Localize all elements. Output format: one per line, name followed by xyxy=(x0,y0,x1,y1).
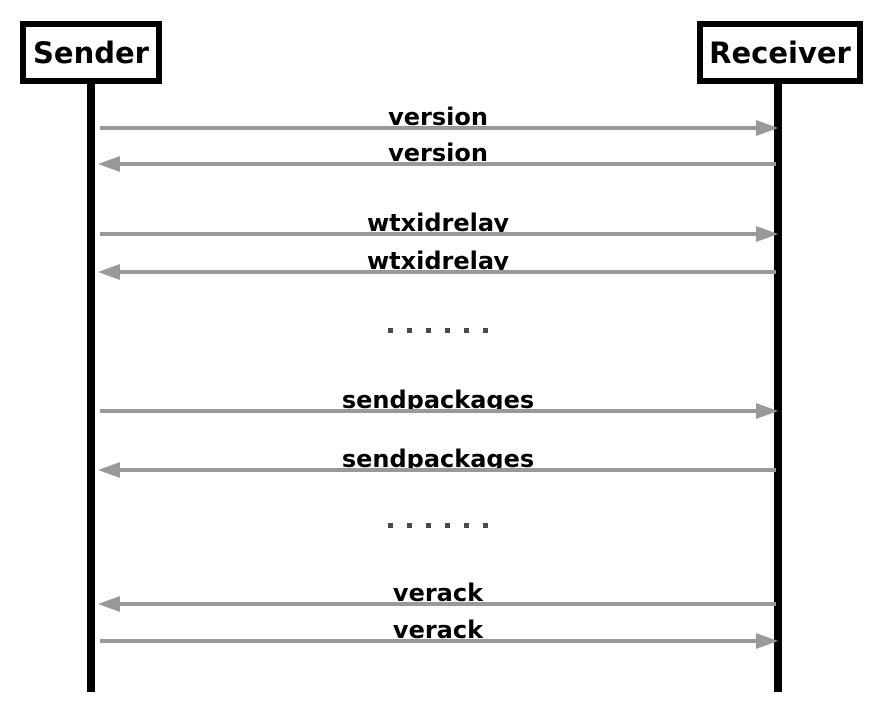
dot xyxy=(407,522,412,528)
message-sendpackages-left: sendpackages xyxy=(98,447,776,478)
message-label: wtxidrelay xyxy=(367,247,509,275)
message-label: wtxidrelay xyxy=(367,209,509,237)
dot xyxy=(407,327,412,333)
dot xyxy=(388,522,393,528)
arrow-head-left-icon xyxy=(98,596,120,612)
message-verack-right: verack xyxy=(100,618,778,649)
ellipsis-dots xyxy=(100,322,776,338)
message-version-right: version xyxy=(100,105,778,136)
dot xyxy=(388,327,393,333)
dot xyxy=(445,327,450,333)
message-label: verack xyxy=(392,579,484,607)
message-wtxidrelay-right: wtxidrelay xyxy=(100,211,778,242)
arrow-shaft xyxy=(118,270,776,274)
message-version-left: version xyxy=(98,141,776,172)
dot xyxy=(464,327,469,333)
arrow-head-left-icon xyxy=(98,264,120,280)
arrow-head-right-icon xyxy=(756,226,778,242)
arrow-shaft xyxy=(100,126,758,130)
dot xyxy=(464,522,469,528)
arrow-shaft xyxy=(118,162,776,166)
actor-box-sender: Sender xyxy=(20,21,162,84)
lifeline-receiver xyxy=(774,84,782,692)
actor-label-receiver: Receiver xyxy=(709,35,851,70)
arrow-head-left-icon xyxy=(98,156,120,172)
arrow-head-left-icon xyxy=(98,462,120,478)
message-label: version xyxy=(388,139,488,167)
arrow-head-right-icon xyxy=(756,120,778,136)
arrow-shaft xyxy=(100,639,758,643)
message-label: verack xyxy=(392,616,484,644)
lifeline-sender xyxy=(87,84,95,692)
message-wtxidrelay-left: wtxidrelay xyxy=(98,249,776,280)
arrow-head-right-icon xyxy=(756,633,778,649)
arrow-shaft xyxy=(118,468,776,472)
message-label: version xyxy=(388,103,488,131)
actor-box-receiver: Receiver xyxy=(697,21,863,84)
message-label: sendpackages xyxy=(341,386,535,414)
dot xyxy=(483,522,488,528)
dot xyxy=(426,327,431,333)
arrow-shaft xyxy=(100,232,758,236)
dot xyxy=(426,522,431,528)
message-sendpackages-right: sendpackages xyxy=(100,388,778,419)
actor-label-sender: Sender xyxy=(33,35,149,70)
ellipsis-dots xyxy=(100,517,776,533)
arrow-shaft xyxy=(100,409,758,413)
arrow-head-right-icon xyxy=(756,403,778,419)
message-label: sendpackages xyxy=(341,445,535,473)
dot xyxy=(483,327,488,333)
arrow-shaft xyxy=(118,602,776,606)
message-verack-left: verack xyxy=(98,581,776,612)
dot xyxy=(445,522,450,528)
